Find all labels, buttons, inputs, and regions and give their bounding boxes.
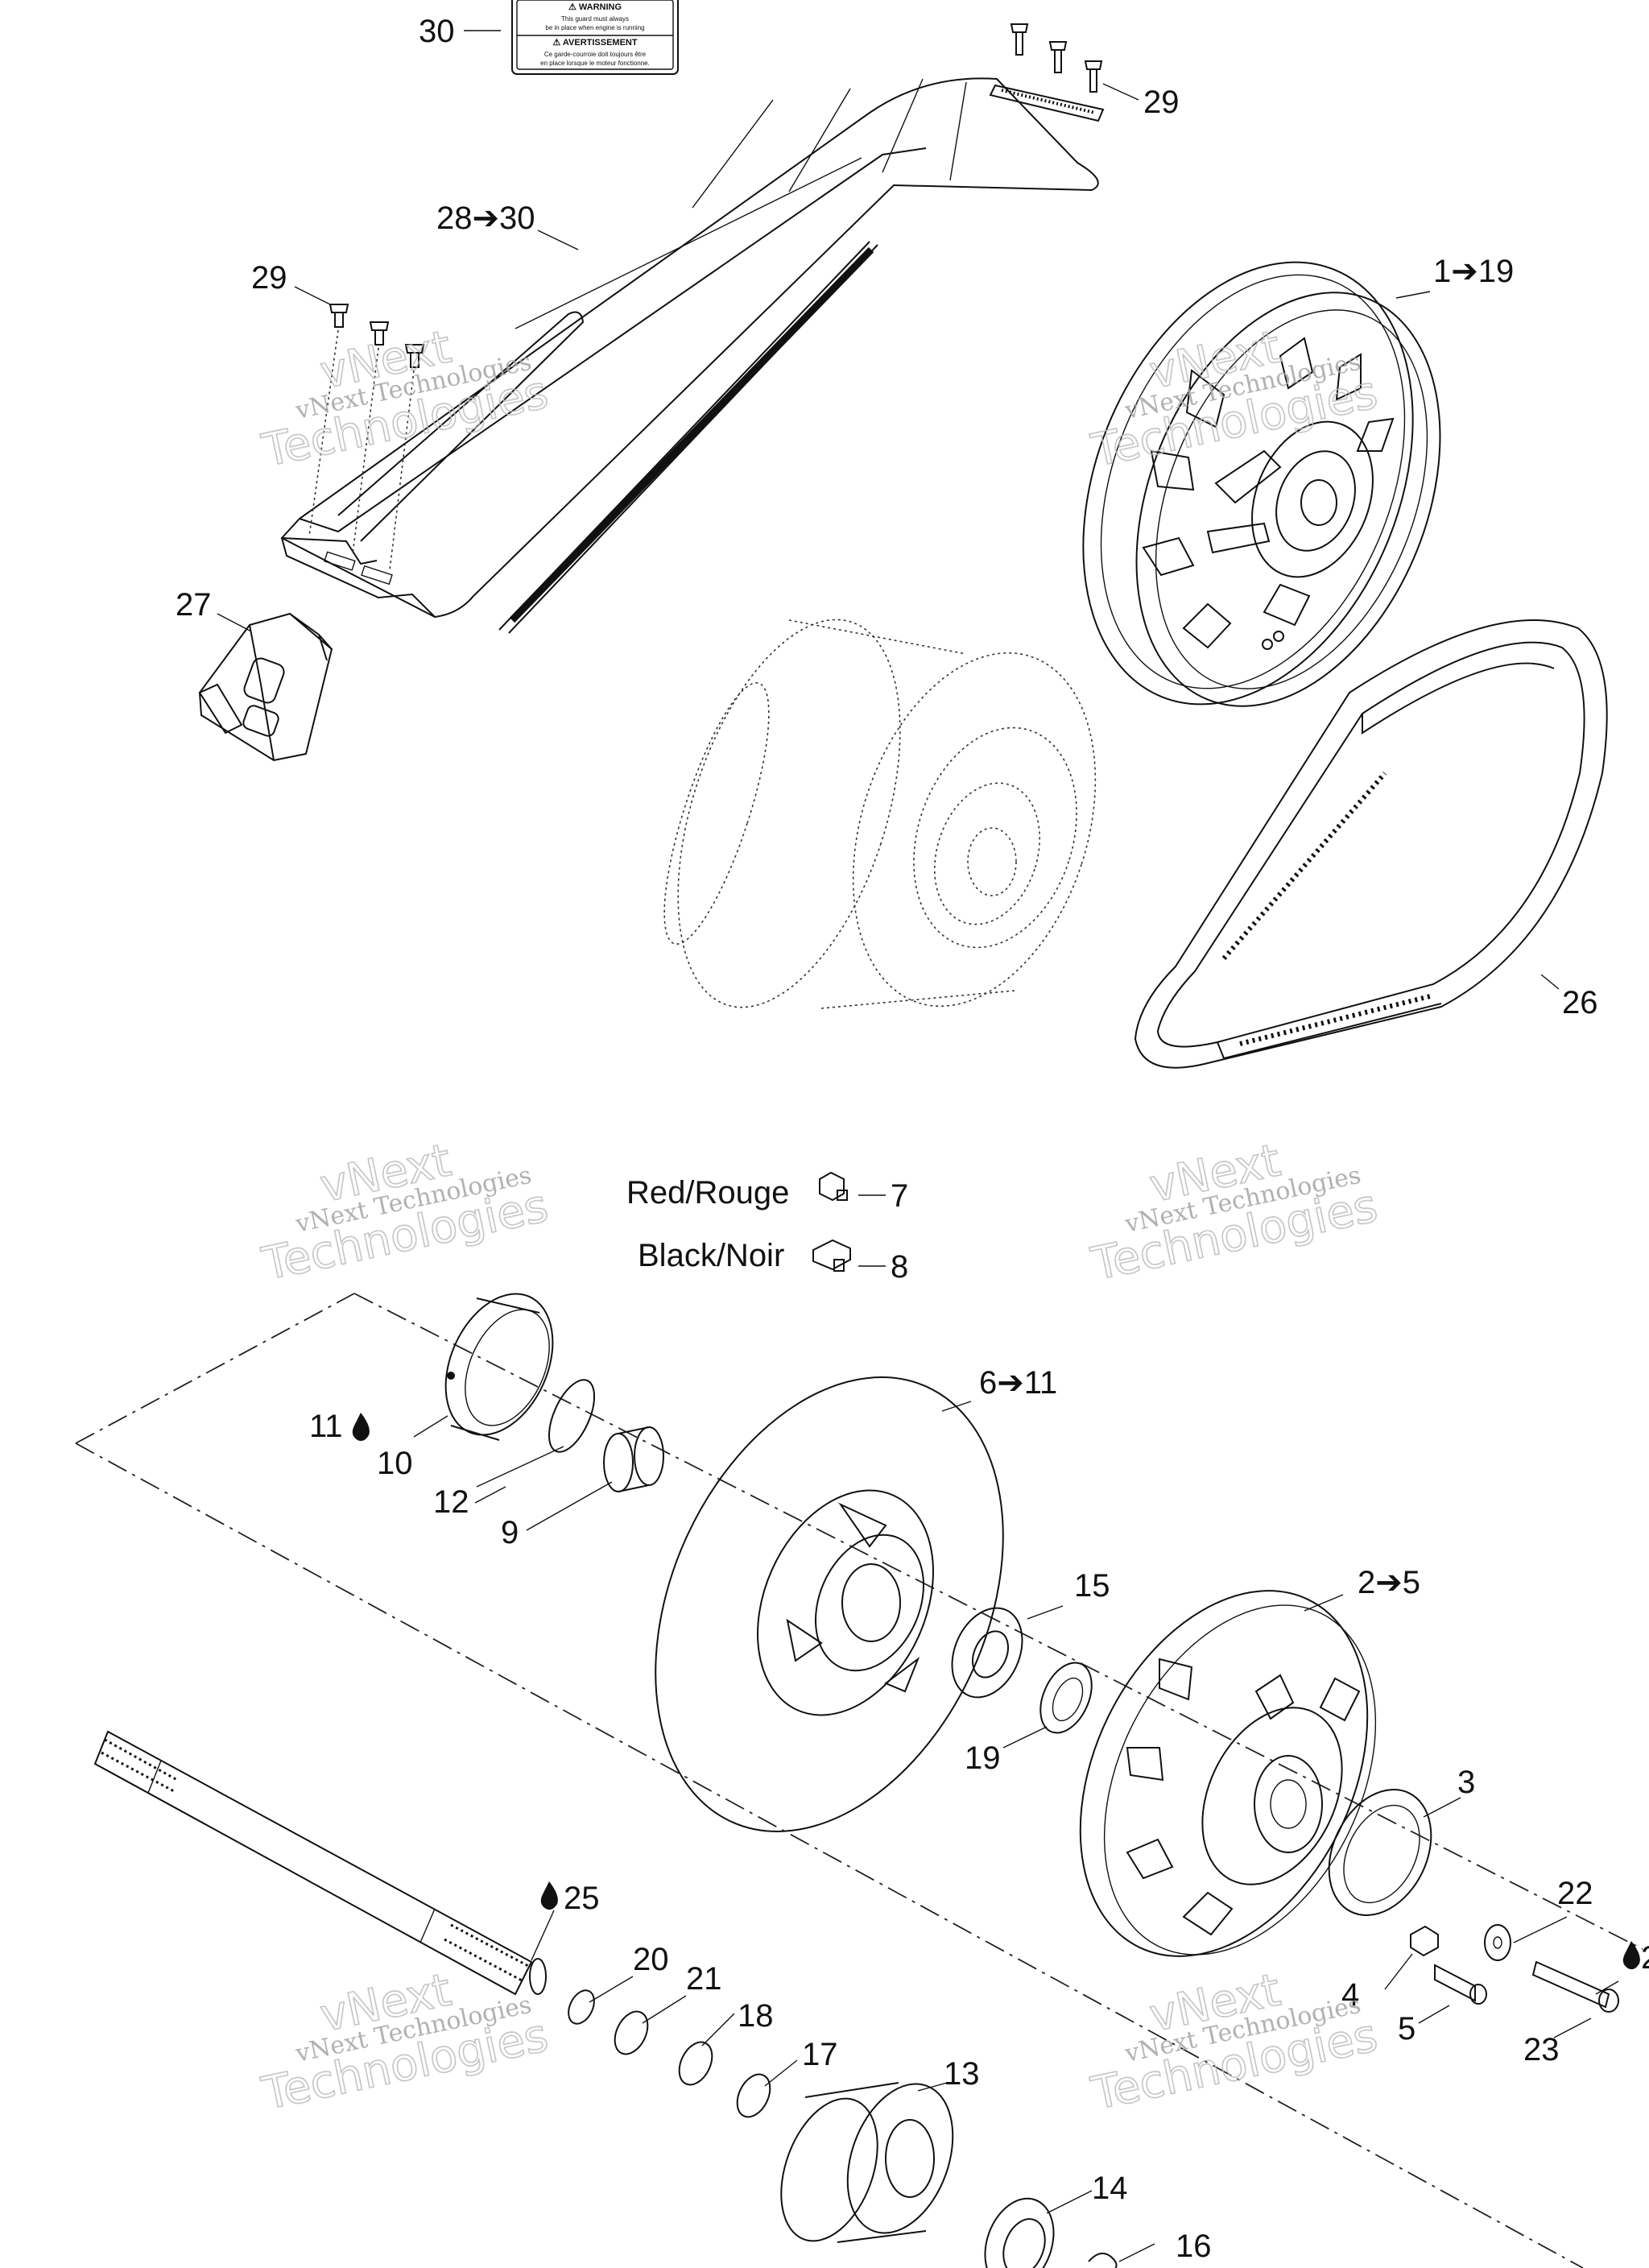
callout-25: 25: [564, 1881, 600, 1916]
callout-28-30: 28➔30: [436, 201, 535, 236]
callout-9: 9: [501, 1515, 519, 1550]
screw: [308, 304, 425, 571]
spring-cover: [780, 2082, 954, 2243]
driven-pulley: [1082, 261, 1441, 707]
callout-10: 10: [377, 1446, 413, 1481]
callout-11: 11: [309, 1409, 343, 1444]
ring-part: [444, 1293, 554, 1441]
oil-drop-icon: [1622, 1941, 1640, 1970]
callout-21: 21: [686, 1961, 722, 1997]
cam-plate: [1328, 1789, 1432, 1916]
callout-1-19: 1➔19: [1433, 254, 1514, 289]
callout-20: 20: [633, 1942, 669, 1977]
fixed-sheave: [1079, 1590, 1377, 1957]
warning-title: ⚠ AVERTISSEMENT: [552, 38, 637, 48]
oil-drop-icon: [540, 1881, 558, 1910]
leader-lines: [217, 30, 1619, 2262]
callout-6-11: 6➔11: [979, 1365, 1057, 1401]
drive-clutch: [663, 619, 1097, 1009]
callout-29: 29: [1143, 85, 1180, 120]
callout-16: 16: [1176, 2229, 1212, 2264]
oil-drop-icon: [352, 1413, 370, 1442]
warning-title: ⚠ WARNING: [568, 2, 622, 12]
warning-line: en place lorsque le moteur fonctionne.: [540, 60, 650, 67]
callout-22: 22: [1557, 1876, 1593, 1911]
weight-black-icon: [812, 1239, 851, 1272]
legend-red: Red/Rouge: [626, 1175, 789, 1211]
callout-17: 17: [802, 2037, 838, 2072]
sliding-sheave: [655, 1376, 1004, 1832]
callout-7: 7: [891, 1178, 908, 1214]
callout-26: 26: [1562, 985, 1598, 1020]
callout-19: 19: [965, 1740, 1001, 1776]
callout-8: 8: [891, 1249, 908, 1285]
callout-29: 29: [251, 260, 287, 296]
screw: [1010, 23, 1103, 93]
warning-label: ⚠ WARNING This guard must always be in p…: [511, 0, 679, 75]
callout-3: 3: [1457, 1765, 1475, 1800]
warning-line: be in place when engine is running: [545, 24, 644, 31]
watermark: vNext vNext Technologies Technologies vN…: [257, 321, 1382, 2121]
callout-2: 2: [1641, 1940, 1649, 1976]
shaft: [93, 1730, 547, 1996]
drive-belt: [1134, 619, 1608, 1069]
callout-15: 15: [1074, 1568, 1110, 1604]
legend-black: Black/Noir: [638, 1238, 784, 1273]
belt-guard: ⚠ WARNING This guard must always be in p…: [280, 0, 1105, 634]
callout-labels: 30 29 28➔30 29 1➔19 27 26 7 8 6➔11 11 10…: [176, 14, 1649, 2264]
weight-red-icon: [819, 1171, 848, 1202]
callout-2-5-tail: 2➔5: [1358, 1565, 1420, 1600]
callout-4: 4: [1341, 1977, 1359, 2013]
callout-30: 30: [419, 14, 455, 49]
warning-line: This guard must always: [561, 15, 629, 23]
callout-12: 12: [433, 1484, 469, 1520]
callout-5: 5: [1398, 2011, 1415, 2047]
bushing: [603, 1426, 664, 1492]
clip-part: [198, 612, 333, 762]
callout-27: 27: [176, 587, 212, 623]
callout-18: 18: [738, 1998, 774, 2034]
callout-23: 23: [1523, 2032, 1560, 2067]
callout-14: 14: [1092, 2171, 1128, 2206]
warning-line: Ce garde-courroie doit toujours être: [544, 51, 647, 58]
callout-13: 13: [944, 2056, 980, 2092]
